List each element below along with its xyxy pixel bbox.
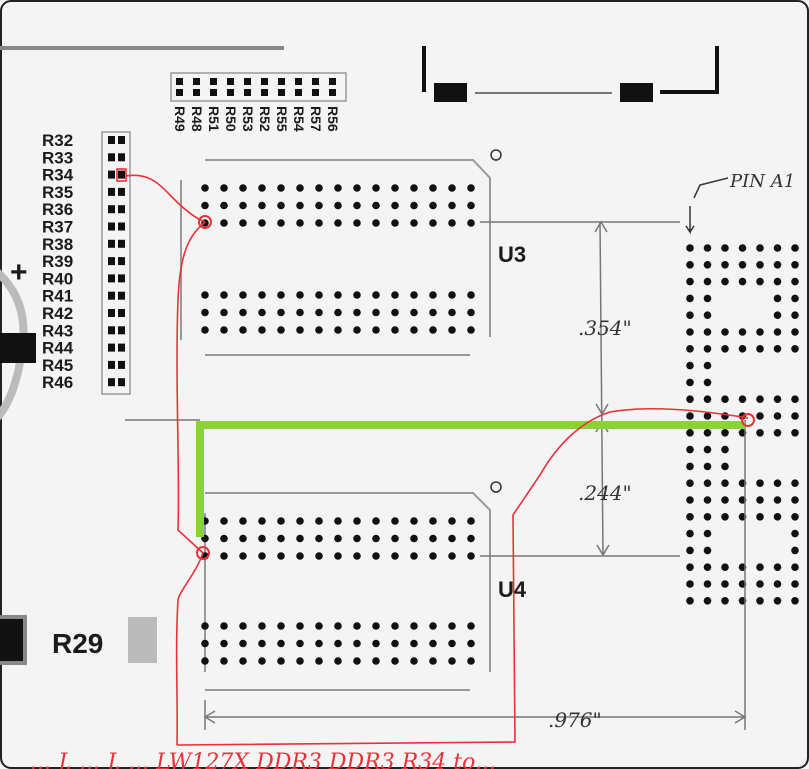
- resistor-label: R42: [42, 304, 73, 323]
- highlighted-track: [196, 421, 745, 537]
- pin-a1-annotation: PIN A1: [685, 171, 795, 235]
- dim-244-label: .244": [578, 481, 632, 505]
- top-resistor-label: R49: [172, 106, 188, 132]
- red-routing-sketch: [116, 168, 755, 746]
- top-connector: [422, 46, 719, 102]
- polarity-plus: +: [10, 256, 28, 289]
- vertical-resistor-pads: [101, 131, 131, 395]
- resistor-label: R37: [42, 218, 73, 237]
- resistor-label: R32: [42, 131, 73, 150]
- resistor-label: R44: [42, 339, 74, 358]
- top-resistor-label: R51: [206, 106, 222, 132]
- top-resistor-label: R53: [240, 106, 256, 132]
- top-resistor-label: R56: [325, 106, 341, 132]
- dim-354-label: .354": [578, 316, 632, 340]
- resistor-label: R46: [42, 373, 73, 392]
- resistor-label: R40: [42, 269, 73, 288]
- top-resistor-label: R54: [291, 106, 307, 132]
- r29-label: R29: [52, 628, 103, 659]
- top-resistor-pads: [170, 72, 347, 102]
- top-resistor-label: R57: [308, 106, 324, 132]
- u4-chip: U4: [201, 481, 527, 691]
- top-resistor-label: R50: [223, 106, 239, 132]
- u3-label: U3: [498, 242, 526, 267]
- resistor-label: R33: [42, 148, 73, 167]
- r29-component: R29: [0, 615, 157, 665]
- resistor-label: R45: [42, 356, 73, 375]
- resistor-label: R36: [42, 200, 73, 219]
- u3-chip: U3: [180, 149, 526, 356]
- left-capacitor: +: [0, 256, 36, 421]
- bottom-handwritten-note: ... J. ... J. ... LW127X DDR3 DDR3 R34 t…: [30, 750, 496, 769]
- dim-976-label: .976": [548, 708, 602, 732]
- u4-label: U4: [498, 577, 527, 602]
- top-resistor-label: R48: [189, 106, 205, 132]
- top-resistor-label: R55: [274, 106, 290, 132]
- resistor-label: R34: [42, 166, 74, 185]
- top-resistor-label: R52: [257, 106, 273, 132]
- resistor-label: R35: [42, 183, 73, 202]
- resistor-label: R39: [42, 252, 73, 271]
- bga-processor: [686, 244, 799, 605]
- vertical-resistor-labels: R32R33R34R35R36R37R38R39R40R41R42R43R44R…: [42, 131, 74, 392]
- pin-a1-label: PIN A1: [729, 171, 795, 192]
- resistor-label: R38: [42, 235, 73, 254]
- resistor-label: R41: [42, 287, 73, 306]
- resistor-label: R43: [42, 321, 73, 340]
